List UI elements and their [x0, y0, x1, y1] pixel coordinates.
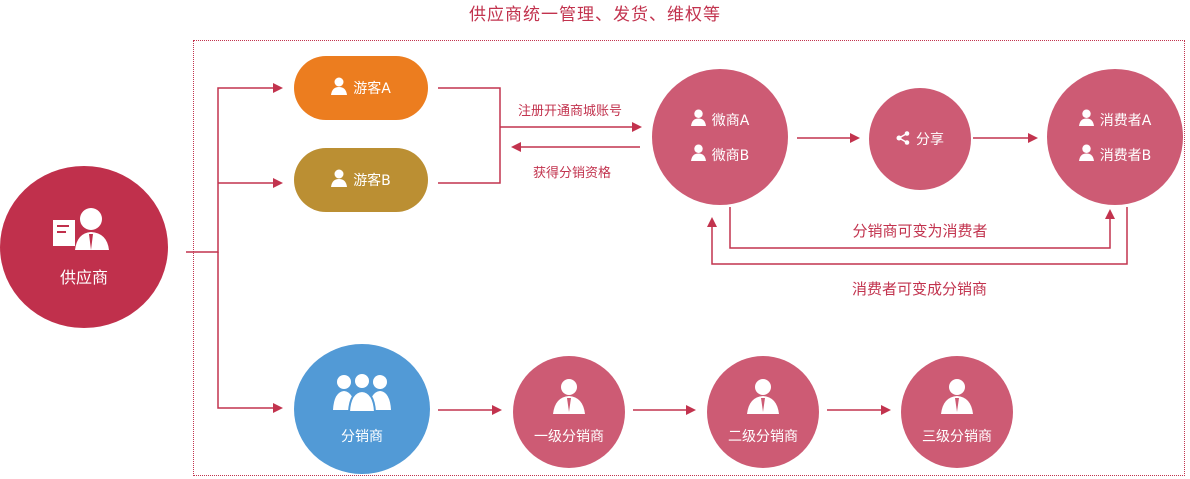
level-2-label: 二级分销商 — [728, 429, 798, 445]
share-icon — [896, 130, 910, 149]
managed-area-border — [193, 40, 1185, 476]
distributor-node: 分销商 — [294, 344, 430, 474]
register-label: 注册开通商城账号 — [517, 104, 622, 119]
consumer-a-label: 消费者A — [1099, 112, 1152, 129]
visitor-b-node: 游客B — [294, 148, 428, 212]
level-2-node: 二级分销商 — [707, 356, 819, 468]
person-icon — [690, 109, 706, 130]
level-1-label: 一级分销商 — [534, 429, 604, 445]
consumer-node: 消费者A 消费者B — [1047, 69, 1183, 205]
visitor-a-label: 游客A — [353, 81, 391, 97]
micro-merchant-a: 微商A — [690, 109, 750, 130]
person-icon — [1078, 109, 1094, 130]
visitor-bracket — [438, 87, 501, 184]
reward-label: 获得分销资格 — [532, 166, 611, 181]
level-3-label: 三级分销商 — [922, 429, 992, 445]
consumer-b: 消费者B — [1078, 144, 1152, 165]
supplier-node: 供应商 — [0, 166, 168, 328]
loop-up-label: 消费者可变成分销商 — [851, 280, 987, 298]
share-node: 分享 — [869, 88, 971, 190]
level-1-node: 一级分销商 — [513, 356, 625, 468]
suit-person-icon — [552, 378, 586, 418]
micro-merchant-b: 微商B — [690, 144, 750, 165]
visitor-a-node: 游客A — [294, 56, 428, 120]
suit-person-icon — [940, 378, 974, 418]
share-label: 分享 — [916, 132, 944, 148]
supplier-icon — [49, 206, 119, 254]
person-icon — [331, 169, 348, 191]
arrow-loop-down — [729, 207, 1115, 249]
distributor-label: 分销商 — [341, 429, 383, 445]
micro-merchant-node: 微商A 微商B — [652, 69, 788, 205]
visitor-b-label: 游客B — [353, 173, 391, 189]
person-icon — [1078, 144, 1094, 165]
suit-person-icon — [746, 378, 780, 418]
loop-down-label: 分销商可变为消费者 — [852, 222, 988, 240]
consumer-b-label: 消费者B — [1099, 147, 1152, 164]
diagram-title: 供应商统一管理、发货、维权等 — [469, 5, 721, 25]
person-icon — [690, 144, 706, 165]
group-icon — [333, 372, 391, 416]
arrow-loop-up — [707, 207, 1128, 265]
person-icon — [331, 77, 348, 99]
arrow-supplier-visitor-a — [186, 83, 283, 253]
micro-merchant-b-label: 微商B — [711, 147, 750, 164]
arrow-supplier-distributor — [217, 252, 283, 413]
supplier-label: 供应商 — [59, 268, 108, 287]
micro-merchant-a-label: 微商A — [711, 112, 750, 129]
level-3-node: 三级分销商 — [901, 356, 1013, 468]
consumer-a: 消费者A — [1078, 109, 1152, 130]
